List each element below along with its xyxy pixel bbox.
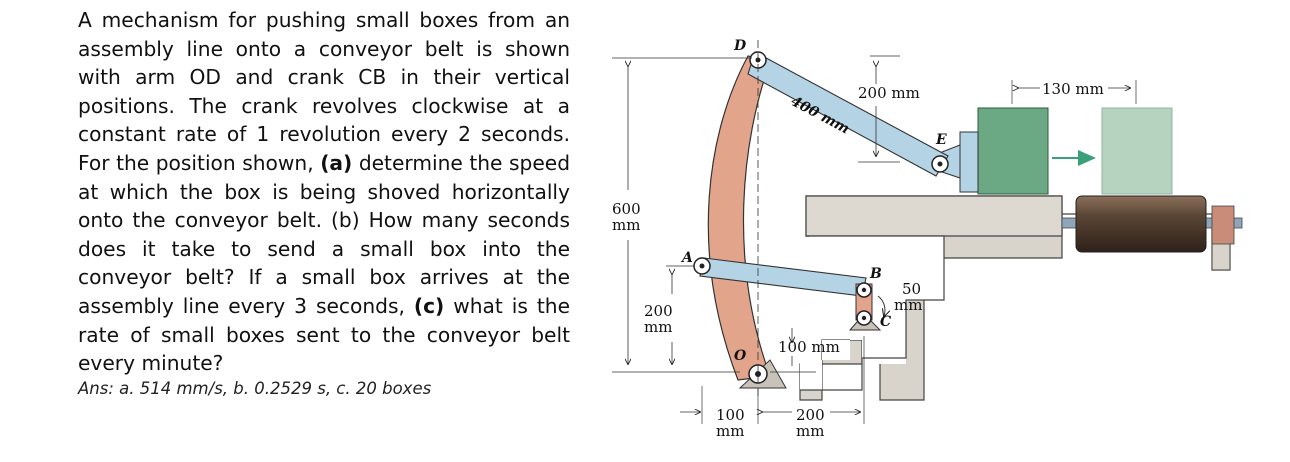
dim-50-value: 50 — [902, 280, 921, 298]
link-DE — [747, 51, 949, 177]
label-B: B — [869, 266, 882, 282]
ground-step-outline — [800, 235, 945, 391]
part-a-label: (a) — [320, 150, 353, 175]
ground-upper-shelf — [805, 195, 1063, 237]
dim-100-bottom-unit: mm — [716, 422, 744, 440]
problem-text-3: what is the rate of small boxes sent to … — [78, 293, 570, 376]
dim-130: 130 mm — [1042, 80, 1104, 98]
dim-50-unit: mm — [894, 296, 922, 314]
pusher-plate — [959, 131, 979, 193]
dim-200-bottom-value: 200 — [796, 406, 825, 424]
dim-200-left-unit: mm — [644, 318, 672, 336]
dim-200-bottom-unit: mm — [796, 422, 824, 440]
dim-200-left-value: 200 — [644, 302, 673, 320]
label-O: O — [734, 348, 747, 364]
box-moved — [1101, 107, 1173, 195]
arm-OD — [707, 55, 771, 381]
label-A: A — [680, 250, 693, 266]
problem-text-2: determine the speed at which the box is … — [78, 150, 571, 318]
pin-E — [931, 155, 949, 173]
box-current — [977, 107, 1049, 195]
pin-A — [693, 257, 711, 275]
pin-B — [856, 282, 872, 298]
problem-text-1: A mechanism for pushing small boxes from… — [78, 8, 570, 175]
conveyor-roller — [1075, 195, 1207, 253]
label-D: D — [733, 38, 747, 54]
answer-line: Ans: a. 514 mm/s, b. 0.2529 s, c. 20 box… — [78, 378, 432, 398]
dim-100-bottom-value: 100 — [716, 406, 745, 424]
label-C: C — [880, 314, 891, 330]
label-E: E — [935, 132, 947, 148]
dim-200-top: 200 mm — [858, 84, 920, 102]
pin-C — [856, 310, 872, 326]
dim-600-unit: mm — [612, 216, 640, 234]
part-c-label: (c) — [413, 293, 445, 318]
problem-statement: A mechanism for pushing small boxes from… — [78, 6, 570, 400]
conveyor-bearing — [1211, 205, 1235, 245]
dim-600-value: 600 — [612, 200, 641, 218]
dim-100-step: 100 mm — [778, 338, 840, 356]
rotation-arrow — [877, 295, 885, 316]
